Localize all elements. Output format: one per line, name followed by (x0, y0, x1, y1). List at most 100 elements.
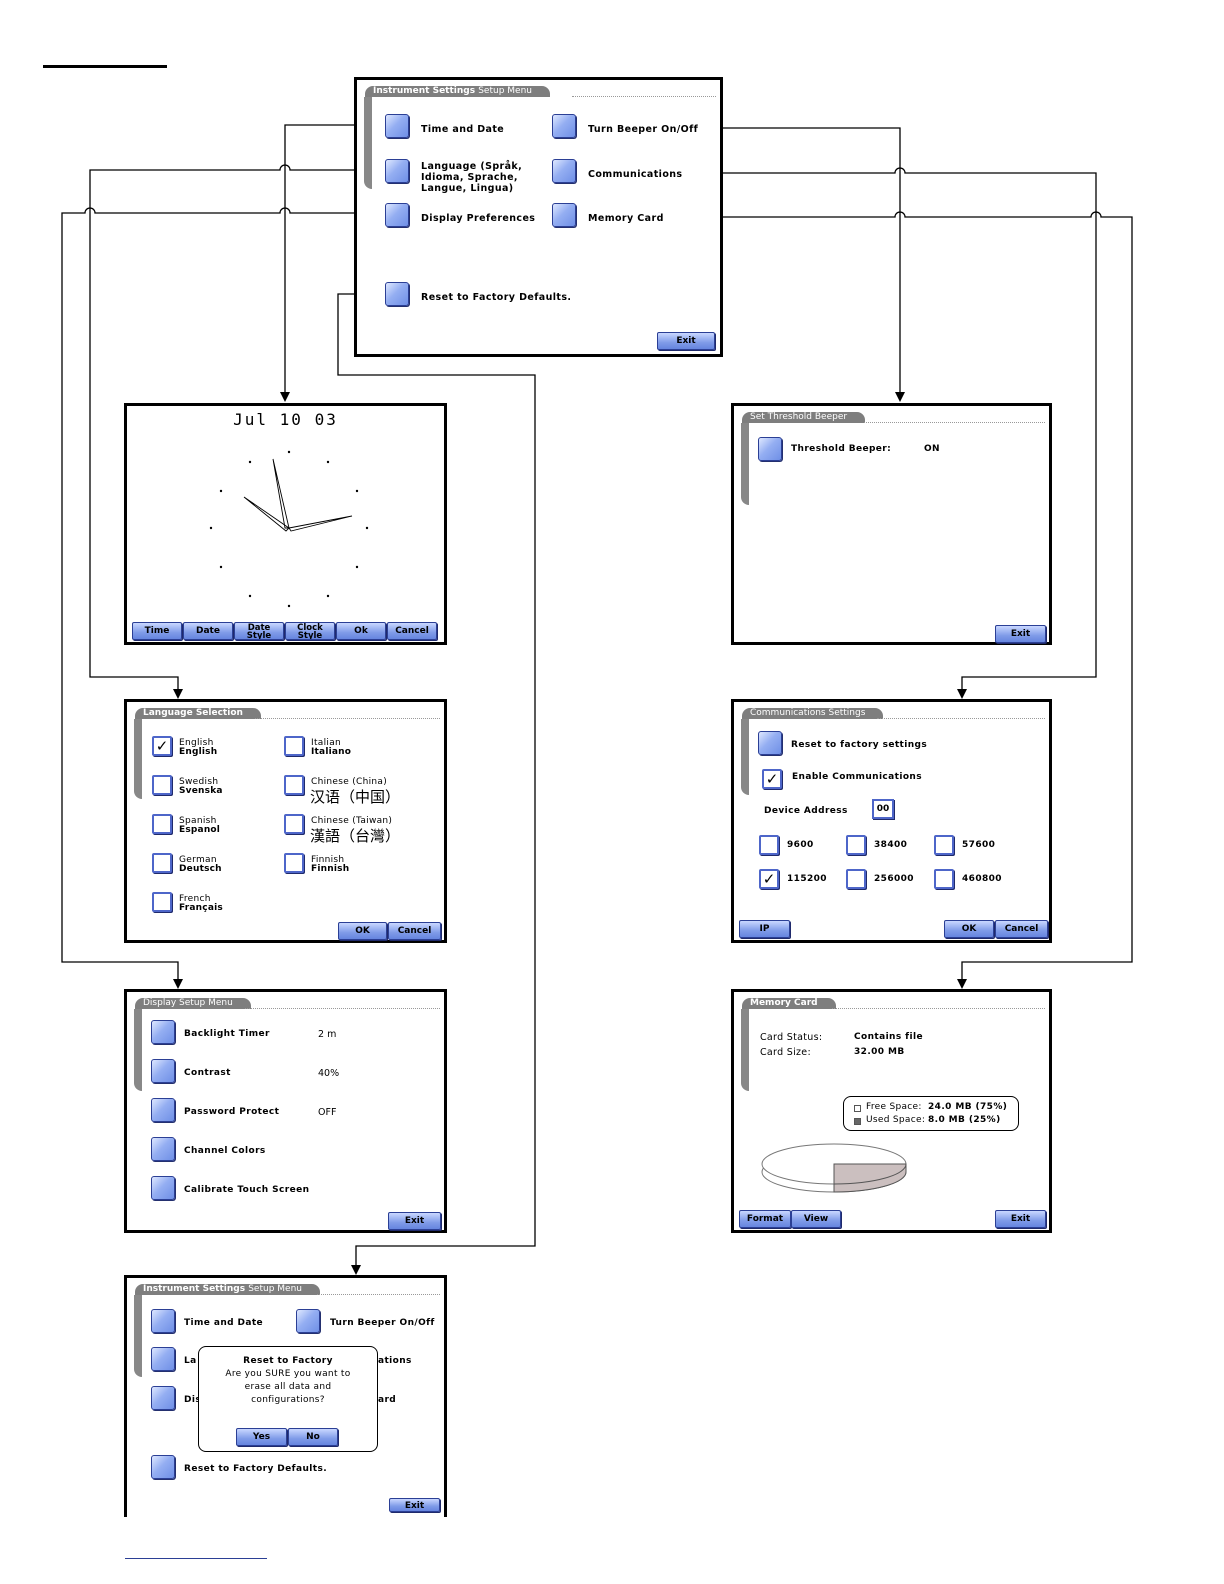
memory-card-button[interactable] (552, 203, 576, 227)
communications-button[interactable] (552, 159, 576, 183)
language-checkbox-5[interactable] (284, 736, 304, 756)
card-status-label: Card Status: (760, 1032, 823, 1043)
reset-time-date-button[interactable] (151, 1309, 175, 1333)
language-name: German (179, 855, 217, 865)
language-ok-button[interactable]: OK (338, 922, 387, 940)
language-native-name: Finnish (311, 864, 350, 874)
analog-clock-icon (209, 450, 369, 608)
comms-cancel-button[interactable]: Cancel (995, 920, 1048, 938)
pie-used-slice (833, 1163, 907, 1193)
baud-label: 115200 (787, 874, 827, 884)
display-option-button-3[interactable] (151, 1137, 175, 1161)
free-space-value: 24.0 MB (75%) (928, 1102, 1008, 1112)
clock-btn-0[interactable]: Time (132, 622, 182, 640)
language-checkbox-4[interactable] (152, 892, 172, 912)
language-native-name: Français (179, 903, 223, 913)
card-status-value: Contains file (854, 1032, 923, 1042)
baud-checkbox-9600[interactable] (759, 835, 779, 855)
language-checkbox-3[interactable] (152, 853, 172, 873)
display-prefs-button[interactable] (385, 203, 409, 227)
display-option-button-1[interactable] (151, 1059, 175, 1083)
language-native-name: 漢語（台灣） (310, 827, 401, 845)
display-option-label: Channel Colors (184, 1146, 266, 1156)
display-option-button-2[interactable] (151, 1098, 175, 1122)
display-exit-button[interactable]: Exit (388, 1212, 441, 1230)
memory-view-button[interactable]: View (791, 1210, 841, 1228)
reset-time-date-label: Time and Date (184, 1318, 264, 1328)
clock-btn-4[interactable]: Ok (336, 622, 386, 640)
time-date-button[interactable] (385, 114, 409, 138)
dialog-line-1: Are you SURE you want to (225, 1369, 351, 1379)
dialog-no-button[interactable]: No (288, 1428, 338, 1446)
reset-defaults-button-2[interactable] (151, 1455, 175, 1479)
dialog-title: Reset to Factory (243, 1356, 333, 1366)
display-option-label: Contrast (184, 1068, 231, 1078)
display-option-button-4[interactable] (151, 1176, 175, 1200)
baud-checkbox-57600[interactable] (934, 835, 954, 855)
display-option-value: OFF (318, 1107, 337, 1118)
reset-defaults-button[interactable] (385, 282, 409, 306)
display-option-value: 40% (318, 1068, 340, 1079)
clock-btn-1[interactable]: Date (183, 622, 233, 640)
language-checkbox-8[interactable] (284, 853, 304, 873)
language-checkbox-0[interactable]: ✓ (152, 736, 172, 756)
clock-btn-label-2: Style (246, 631, 272, 640)
memory-exit-button[interactable]: Exit (995, 1210, 1046, 1228)
clock-btn-label: Clock (297, 623, 323, 633)
threshold-beeper-button[interactable] (758, 437, 782, 461)
enable-comms-checkbox[interactable]: ✓ (762, 769, 782, 789)
communications-settings-screen: Communications Settings Reset to factory… (731, 699, 1052, 943)
baud-label: 57600 (962, 840, 996, 850)
reset-beeper-button[interactable] (296, 1309, 320, 1333)
language-button[interactable] (385, 159, 409, 183)
dialog-yes-button[interactable]: Yes (236, 1428, 287, 1446)
memory-card-label: Memory Card (588, 213, 664, 224)
comms-ip-button[interactable]: IP (739, 920, 790, 938)
baud-label: 256000 (874, 874, 914, 884)
display-option-label: Password Protect (184, 1107, 280, 1117)
reset-language-partial: La (184, 1356, 197, 1366)
comms-title: Communications Settings (742, 708, 884, 719)
dialog-line-3: configurations? (251, 1395, 325, 1405)
memory-format-button[interactable]: Format (739, 1210, 791, 1228)
comms-reset-button[interactable] (758, 731, 782, 755)
device-address-input[interactable]: 00 (872, 799, 894, 819)
language-checkbox-6[interactable] (284, 775, 304, 795)
baud-checkbox-38400[interactable] (846, 835, 866, 855)
language-checkbox-2[interactable] (152, 814, 172, 834)
baud-label: 460800 (962, 874, 1002, 884)
reset-display-partial: Dis (184, 1395, 202, 1405)
beeper-button[interactable] (552, 114, 576, 138)
language-checkbox-7[interactable] (284, 814, 304, 834)
comms-reset-label: Reset to factory settings (791, 740, 928, 750)
communications-label: Communications (588, 169, 683, 180)
baud-label: 9600 (787, 840, 814, 850)
display-option-label: Backlight Timer (184, 1029, 270, 1039)
baud-checkbox-460800[interactable] (934, 869, 954, 889)
connector-beeper (704, 127, 905, 402)
beeper-exit-button[interactable]: Exit (995, 625, 1046, 643)
clock-date: Jul 10 03 (233, 410, 338, 429)
baud-checkbox-115200[interactable]: ✓ (759, 869, 779, 889)
used-space-value: 8.0 MB (25%) (928, 1115, 1001, 1125)
reset-defaults-label: Reset to Factory Defaults. (421, 292, 572, 303)
clock-btn-label: Date (196, 626, 220, 636)
language-native-name: 汉语（中国） (310, 788, 401, 806)
clock-btn-label: Ok (354, 626, 368, 636)
reset-language-button[interactable] (151, 1347, 175, 1371)
main-menu-title: Instrument Settings Setup Menu (365, 86, 550, 97)
memory-pie-chart (761, 1143, 907, 1193)
main-exit-button[interactable]: Exit (657, 332, 715, 350)
clock-btn-5[interactable]: Cancel (387, 622, 437, 640)
language-cancel-button[interactable]: Cancel (388, 922, 441, 940)
display-option-button-0[interactable] (151, 1020, 175, 1044)
language-checkbox-1[interactable] (152, 775, 172, 795)
used-space-swatch (854, 1118, 861, 1125)
reset-display-button[interactable] (151, 1386, 175, 1410)
reset-screen-exit-button[interactable]: Exit (389, 1498, 440, 1512)
comms-ok-button[interactable]: OK (944, 920, 994, 938)
baud-checkbox-256000[interactable] (846, 869, 866, 889)
